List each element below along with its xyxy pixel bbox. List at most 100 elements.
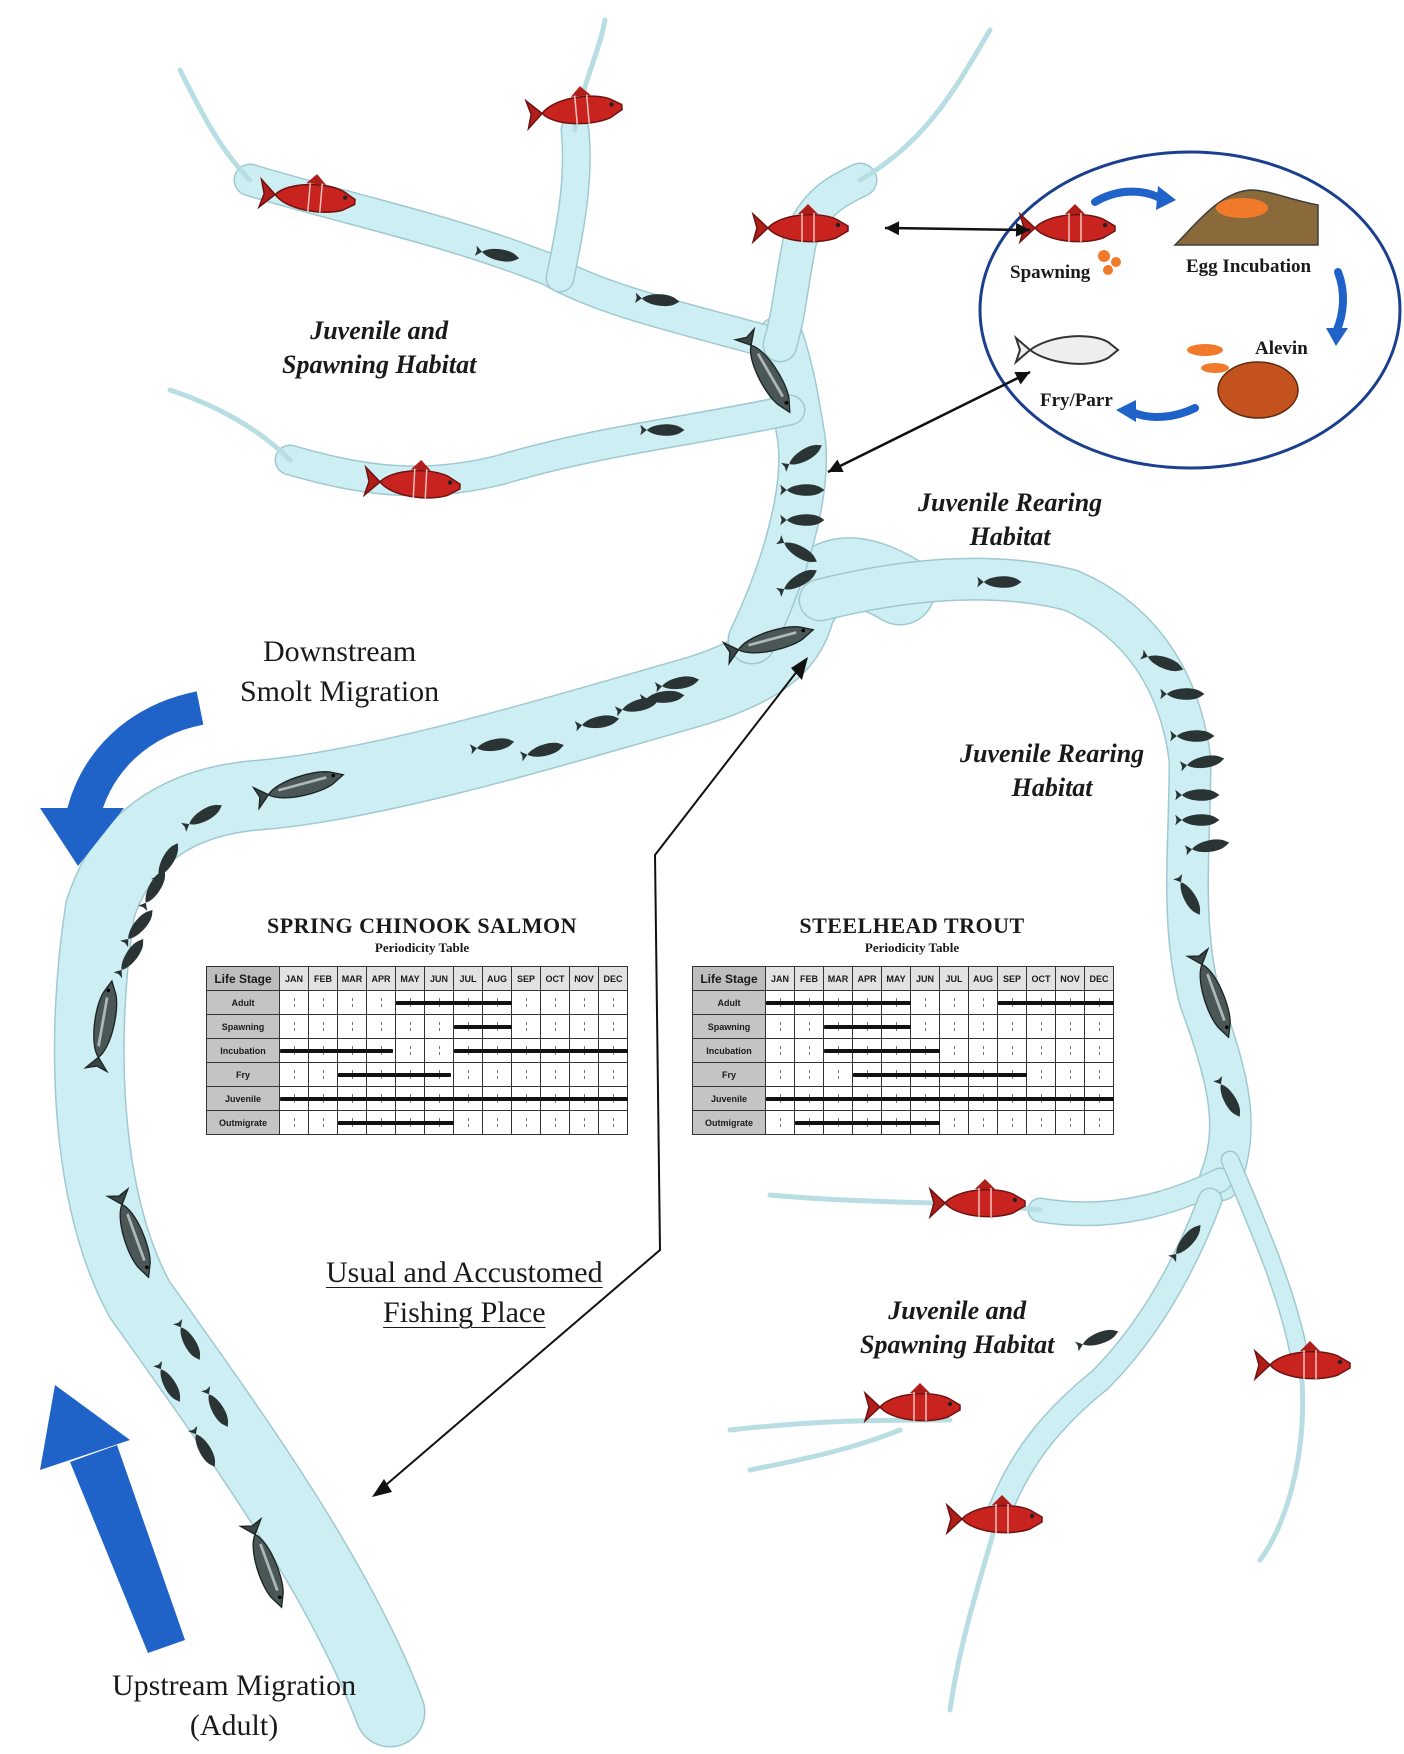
alevin-stage-label: Alevin	[1255, 338, 1308, 359]
month-cell	[765, 1014, 795, 1039]
right-rearing-channel	[800, 559, 1251, 1200]
month-cell	[1084, 1014, 1114, 1039]
adult-salmon-icon	[864, 1382, 961, 1422]
cycle-arrow-spawning-to-egg	[1091, 187, 1164, 206]
spawning-eggs	[1098, 250, 1110, 262]
month-cell	[968, 1014, 998, 1039]
month-cell	[823, 1062, 853, 1087]
timing-bar	[453, 1048, 628, 1053]
month-header: NOV	[1055, 966, 1085, 991]
month-cell	[308, 1110, 338, 1135]
spawning-stage-label: Spawning	[1010, 262, 1091, 283]
fishing-connector-head	[791, 657, 808, 680]
lower-left-tributary	[989, 1189, 1221, 1521]
month-cell	[968, 1110, 998, 1135]
adult-salmon-icon	[1019, 203, 1116, 243]
fry-connector-arrow-head	[828, 459, 844, 473]
month-cell	[540, 1014, 570, 1039]
month-cell	[968, 990, 998, 1015]
cycle-arrow-egg-to-alevin	[1332, 268, 1347, 336]
spawning-connector-arrow-head	[885, 221, 900, 236]
month-cell	[540, 1062, 570, 1087]
juvenile-spawning-habitat-label-bottom: Juvenile and Spawning Habitat	[860, 1294, 1054, 1362]
month-cell	[569, 1062, 599, 1087]
month-header: OCT	[540, 966, 570, 991]
cycle-arrow-alevin-to-fry	[1128, 404, 1199, 421]
life-stage-header: Life Stage	[692, 966, 766, 991]
month-cell	[511, 1062, 541, 1087]
spawning-eggs	[1111, 257, 1121, 267]
month-cell	[1055, 1110, 1085, 1135]
upstream-migration-label: Upstream Migration (Adult)	[112, 1666, 356, 1746]
month-cell	[1084, 1062, 1114, 1087]
month-cell	[337, 1014, 367, 1039]
life-stage-cell: Fry	[206, 1062, 280, 1087]
month-cell	[939, 1110, 969, 1135]
month-cell	[308, 1062, 338, 1087]
month-cell	[997, 1038, 1027, 1063]
timing-bar	[823, 1048, 940, 1053]
month-cell	[997, 1110, 1027, 1135]
fry-parr-fish	[1013, 334, 1120, 366]
habitat-label-line2: Habitat	[969, 522, 1051, 551]
life-stage-cell: Juvenile	[692, 1086, 766, 1111]
month-cell	[997, 1014, 1027, 1039]
timing-bar	[279, 1096, 628, 1101]
river-channels	[53, 17, 1310, 1748]
life-stage-cell: Outmigrate	[692, 1110, 766, 1135]
upstream-label-line1: Upstream Migration	[112, 1669, 357, 1702]
month-header: SEP	[511, 966, 541, 991]
headwater-stream	[747, 1427, 903, 1473]
timing-bar	[997, 1000, 1114, 1005]
upstream-arrowhead	[40, 1385, 130, 1470]
month-cell	[308, 990, 338, 1015]
month-cell	[482, 1110, 512, 1135]
timing-bar	[765, 1096, 1114, 1101]
timing-bar	[337, 1120, 454, 1125]
downstream-migration-arrow	[65, 691, 204, 825]
month-header: JUL	[939, 966, 969, 991]
month-header: MAR	[823, 966, 853, 991]
juvenile-rearing-habitat-label-lower: Juvenile Rearing Habitat	[960, 737, 1144, 805]
month-cell	[540, 990, 570, 1015]
fishing-place-line2: Fishing Place	[383, 1296, 546, 1329]
egg-incubation-stage-label: Egg Incubation	[1186, 256, 1312, 277]
month-cell	[424, 1014, 454, 1039]
habitat-label-line2: Habitat	[1011, 773, 1093, 802]
month-cell	[482, 1062, 512, 1087]
life-stage-cell: Adult	[206, 990, 280, 1015]
upstream-migration-arrow	[70, 1445, 185, 1653]
table-row: Fry	[692, 1062, 1114, 1087]
month-cell	[1026, 1014, 1056, 1039]
month-cell	[424, 1038, 454, 1063]
month-cell	[939, 1014, 969, 1039]
mid-left-tributary	[276, 396, 804, 495]
fry-parr-stage-label: Fry/Parr	[1040, 390, 1113, 411]
month-cell	[598, 1062, 628, 1087]
month-cell	[453, 1110, 483, 1135]
month-header: AUG	[482, 966, 512, 991]
timing-bar	[765, 1000, 911, 1005]
egg-cluster	[1216, 198, 1268, 218]
lower-right-tributary	[1029, 1169, 1231, 1225]
month-cell	[910, 1014, 940, 1039]
month-cell	[598, 1014, 628, 1039]
month-header: JUL	[453, 966, 483, 991]
fry-connector-arrow-head	[1014, 371, 1030, 385]
headwater-stream	[947, 1507, 1003, 1713]
spawning-connector-arrow-head	[1015, 222, 1030, 237]
month-cell	[395, 1014, 425, 1039]
month-cell	[939, 990, 969, 1015]
month-cell	[279, 1062, 309, 1087]
chinook-table-subtitle: Periodicity Table	[374, 940, 470, 955]
month-header: JAN	[765, 966, 795, 991]
spawning-eggs	[1103, 265, 1113, 275]
month-cell	[1084, 1110, 1114, 1135]
decoration-layer	[978, 150, 1402, 470]
table-row: Spawning	[206, 1014, 628, 1039]
juvenile-rearing-habitat-label-upper: Juvenile Rearing Habitat	[918, 486, 1102, 554]
